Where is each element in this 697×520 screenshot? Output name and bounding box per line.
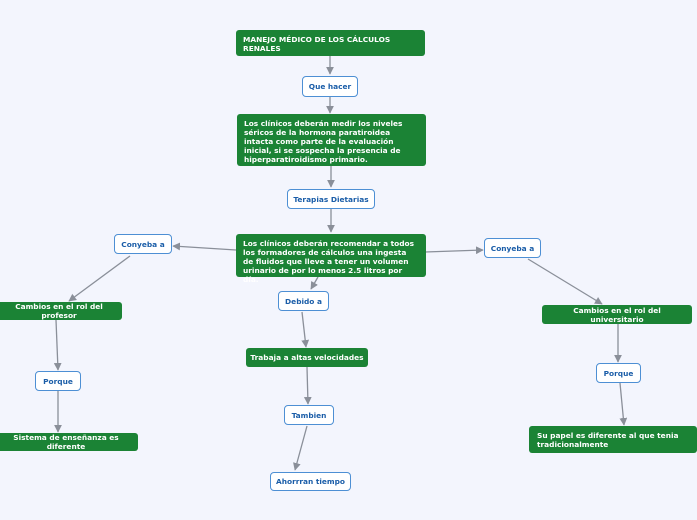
connector-recomendar-debido — [310, 276, 319, 290]
connector-trabaja-tambien — [303, 366, 312, 405]
topic-clinicos-medir[interactable]: Los clínicos deberán medir los niveles s… — [237, 114, 426, 166]
connector-profesor-porque — [53, 319, 62, 371]
topic-sistema-ensenanza[interactable]: Sistema de enseñanza es diferente — [0, 433, 138, 451]
connector-tambien-ahorrran — [293, 425, 308, 471]
connector-porque-papel — [619, 382, 628, 426]
link-debido-a[interactable]: Debido a — [278, 291, 329, 311]
topic-cambios-universitario[interactable]: Cambios en el rol del universitario — [542, 305, 692, 324]
link-porque-right[interactable]: Porque — [596, 363, 641, 383]
connector-debido-trabaja — [301, 311, 310, 348]
connector-conyeba-left-profesor — [68, 255, 131, 302]
link-que-hacer[interactable]: Que hacer — [302, 76, 358, 97]
topic-cambios-profesor[interactable]: Cambios en el rol del profesor — [0, 302, 122, 320]
link-terapias-dietarias[interactable]: Terapias Dietarias — [287, 189, 375, 209]
connector-recomendar-conyeba-left — [172, 242, 237, 251]
connector-conyeba-right-universitario — [527, 258, 603, 305]
link-ahorrran-tiempo[interactable]: Ahorrran tiempo — [270, 472, 351, 491]
topic-papel-diferente[interactable]: Su papel es diferente al que tenia tradi… — [529, 426, 697, 453]
link-conyeba-left[interactable]: Conyeba a — [114, 234, 172, 254]
topic-clinicos-recomendar[interactable]: Los clínicos deberán recomendar a todos … — [236, 234, 426, 284]
link-porque-left[interactable]: Porque — [35, 371, 81, 391]
topic-trabaja-velocidades[interactable]: Trabaja a altas velocidades — [246, 348, 368, 367]
main-topic-title[interactable]: MANEJO MÉDICO DE LOS CÁLCULOS RENALES — [236, 30, 425, 56]
link-tambien[interactable]: Tambien — [284, 405, 334, 425]
connector-recomendar-conyeba-right — [424, 246, 484, 255]
link-conyeba-right[interactable]: Conyeba a — [484, 238, 541, 258]
